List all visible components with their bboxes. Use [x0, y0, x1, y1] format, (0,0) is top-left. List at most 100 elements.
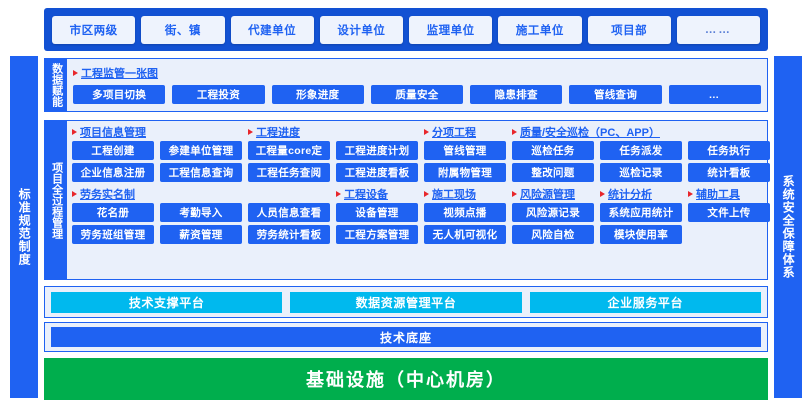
- triangle-marker-icon: [72, 190, 77, 197]
- group-head: 工程设备: [336, 186, 388, 202]
- project-lifecycle-tab: 项目全过程管理: [45, 121, 67, 279]
- lifecycle-cell[interactable]: 工程进度计划: [336, 141, 418, 160]
- top-participant-chip[interactable]: 监理单位: [409, 15, 493, 44]
- left-pillar-label: 标准规范制度: [17, 188, 32, 266]
- lifecycle-cell[interactable]: 任务派发: [600, 141, 682, 160]
- lifecycle-cell[interactable]: 花名册: [72, 203, 154, 222]
- lifecycle-cell[interactable]: 任务执行: [688, 141, 770, 160]
- platform-chip[interactable]: 企业服务平台: [529, 291, 761, 313]
- top-participant-chip[interactable]: 代建单位: [230, 15, 314, 44]
- triangle-marker-icon: [512, 128, 517, 135]
- lifecycle-cell[interactable]: 整改问题: [512, 163, 594, 182]
- lifecycle-cell-line: 劳务班组管理薪资管理劳务统计看板工程方案管理无人机可视化风险自检模块使用率: [72, 225, 776, 244]
- top-participant-chip[interactable]: 施工单位: [498, 15, 582, 44]
- top-participant-chip[interactable]: 街、镇: [141, 15, 225, 44]
- group-head: 风险源管理: [512, 186, 575, 202]
- data-empowerment-chip[interactable]: 管线查询: [569, 85, 662, 104]
- lifecycle-cell-line: 企业信息注册工程信息查询工程任务查阅工程进度看板附属物管理整改问题巡检记录统计看…: [72, 163, 776, 182]
- top-participant-chip[interactable]: 设计单位: [319, 15, 403, 44]
- lifecycle-cell[interactable]: 文件上传: [688, 203, 770, 222]
- data-empowerment-panel: 数据赋能 工程监管一张图 多项目切换工程投资形象进度质量安全隐患排查管线查询 …: [44, 58, 768, 112]
- group-head: 辅助工具: [688, 186, 740, 202]
- group-title: 风险源管理: [520, 188, 575, 201]
- data-empowerment-body: 工程监管一张图 多项目切换工程投资形象进度质量安全隐患排查管线查询 …: [67, 59, 767, 111]
- lifecycle-cell[interactable]: 系统应用统计: [600, 203, 682, 222]
- lifecycle-cell[interactable]: 工程创建: [72, 141, 154, 160]
- group-title: 劳务实名制: [80, 188, 135, 201]
- lifecycle-group-header: 劳务实名制: [72, 186, 336, 202]
- group-title: 施工现场: [432, 188, 476, 201]
- group-title: 项目信息管理: [80, 126, 146, 139]
- lifecycle-cell[interactable]: 风险自检: [512, 225, 594, 244]
- lifecycle-cell[interactable]: 附属物管理: [424, 163, 506, 182]
- lifecycle-cell[interactable]: 巡检任务: [512, 141, 594, 160]
- lifecycle-group-header: 工程进度: [248, 124, 424, 140]
- lifecycle-cell[interactable]: 劳务班组管理: [72, 225, 154, 244]
- lifecycle-cell[interactable]: 无人机可视化: [424, 225, 506, 244]
- lifecycle-cell[interactable]: 视频点播: [424, 203, 506, 222]
- lifecycle-cell[interactable]: 模块使用率: [600, 225, 682, 244]
- lifecycle-cell-line: 花名册考勤导入人员信息查看设备管理视频点播风险源记录系统应用统计文件上传: [72, 203, 776, 222]
- group-title: 统计分析: [608, 188, 652, 201]
- lifecycle-row: 项目信息管理工程进度分项工程质量/安全巡检（PC、APP）工程创建参建单位管理工…: [72, 124, 776, 182]
- lifecycle-cell[interactable]: 人员信息查看: [248, 203, 330, 222]
- triangle-marker-icon: [600, 190, 605, 197]
- lifecycle-cell[interactable]: 设备管理: [336, 203, 418, 222]
- data-empowerment-chip[interactable]: 形象进度: [271, 85, 364, 104]
- lifecycle-cell-line: 工程创建参建单位管理工程量core定工程进度计划管线管理巡检任务任务派发任务执行: [72, 141, 776, 160]
- data-empowerment-chip[interactable]: 工程投资: [172, 85, 265, 104]
- tech-base-chip[interactable]: 技术底座: [51, 327, 761, 347]
- top-participants-band: 市区两级街、镇代建单位设计单位监理单位施工单位项目部……: [44, 8, 768, 51]
- data-empowerment-chip[interactable]: 质量安全: [370, 85, 464, 104]
- top-participant-chip[interactable]: 项目部: [587, 15, 671, 44]
- right-pillar-security: 系统安全保障体系: [774, 56, 802, 398]
- lifecycle-cell[interactable]: 劳务统计看板: [248, 225, 330, 244]
- lifecycle-group-header-line: 劳务实名制 工程设备 施工现场 风险源管理 统计分析 辅助工具: [72, 186, 776, 201]
- platform-row: 技术支撑平台数据资源管理平台企业服务平台: [44, 286, 768, 318]
- group-head: 质量/安全巡检（PC、APP）: [512, 124, 660, 140]
- lifecycle-cell[interactable]: 统计看板: [688, 163, 770, 182]
- lifecycle-cell[interactable]: 考勤导入: [160, 203, 242, 222]
- lifecycle-cell[interactable]: 巡检记录: [600, 163, 682, 182]
- data-empowerment-chip[interactable]: …: [668, 85, 761, 104]
- platform-chip[interactable]: 数据资源管理平台: [290, 291, 522, 313]
- lifecycle-cell[interactable]: 参建单位管理: [160, 141, 242, 160]
- triangle-marker-icon: [72, 128, 77, 135]
- triangle-marker-icon: [424, 190, 429, 197]
- project-lifecycle-body: 项目信息管理工程进度分项工程质量/安全巡检（PC、APP）工程创建参建单位管理工…: [67, 121, 781, 279]
- lifecycle-cell[interactable]: 工程任务查阅: [248, 163, 330, 182]
- triangle-marker-icon: [248, 128, 253, 135]
- lifecycle-cell[interactable]: 管线管理: [424, 141, 506, 160]
- lifecycle-group-header: 辅助工具: [688, 186, 776, 202]
- data-empowerment-tab-label: 数据赋能: [50, 63, 63, 107]
- lifecycle-cell[interactable]: 企业信息注册: [72, 163, 154, 182]
- lifecycle-cell[interactable]: 工程方案管理: [336, 225, 418, 244]
- lifecycle-group-header-line: 项目信息管理 工程进度 分项工程 质量/安全巡检（PC、APP）: [72, 124, 776, 139]
- data-empowerment-chip[interactable]: 隐患排查: [470, 85, 563, 104]
- lifecycle-cell[interactable]: 工程信息查询: [160, 163, 242, 182]
- triangle-marker-icon: [73, 70, 78, 76]
- top-participant-chip[interactable]: 市区两级: [52, 15, 136, 44]
- data-empowerment-chip[interactable]: 多项目切换: [73, 85, 166, 104]
- group-title: 分项工程: [432, 126, 476, 139]
- tech-base-row: 技术底座: [44, 322, 768, 352]
- group-head: 工程进度: [248, 124, 300, 140]
- lifecycle-cell[interactable]: 风险源记录: [512, 203, 594, 222]
- top-participant-chip[interactable]: ……: [676, 15, 760, 44]
- group-head: 项目信息管理: [72, 124, 146, 140]
- group-title: 工程设备: [344, 188, 388, 201]
- data-empowerment-group-title: 工程监管一张图: [81, 68, 158, 80]
- triangle-marker-icon: [336, 190, 341, 197]
- lifecycle-cell[interactable]: 薪资管理: [160, 225, 242, 244]
- lifecycle-cell[interactable]: 工程量core定: [248, 141, 330, 160]
- lifecycle-cell[interactable]: 工程进度看板: [336, 163, 418, 182]
- left-pillar-standards: 标准规范制度: [10, 56, 38, 398]
- lifecycle-group-header: 分项工程: [424, 124, 512, 140]
- lifecycle-group-header: 统计分析: [600, 186, 688, 202]
- group-head: 统计分析: [600, 186, 652, 202]
- lifecycle-group-header: 风险源管理: [512, 186, 600, 202]
- platform-chip[interactable]: 技术支撑平台: [51, 291, 283, 313]
- project-lifecycle-tab-label: 项目全过程管理: [50, 161, 63, 239]
- lifecycle-group-header: 项目信息管理: [72, 124, 248, 140]
